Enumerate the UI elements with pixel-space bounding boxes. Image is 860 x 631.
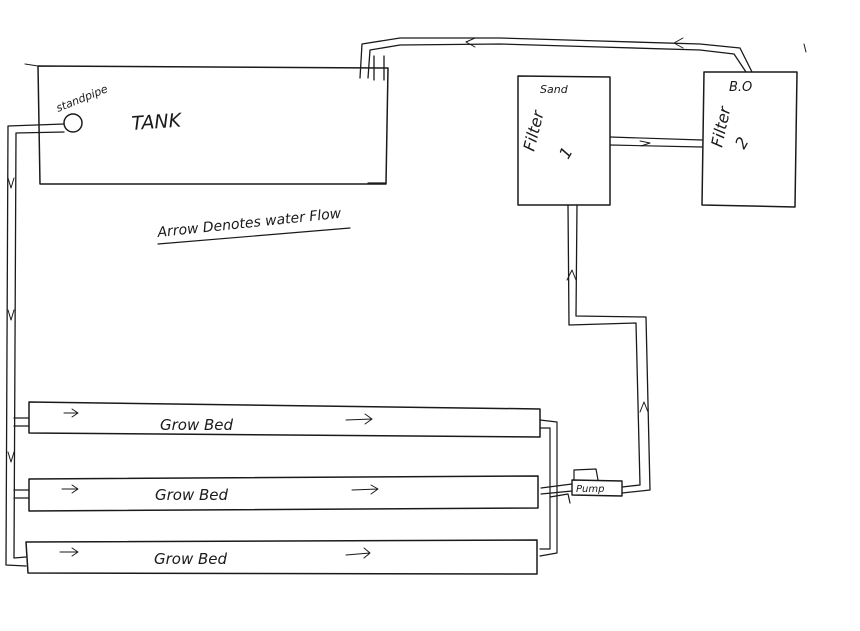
flow-arrow-bed-3b bbox=[345, 547, 371, 559]
bed-manifold bbox=[539, 419, 573, 557]
flow-arrow-bed-2b bbox=[351, 484, 379, 495]
flow-arrow-drain-2 bbox=[7, 309, 15, 321]
pump-label: Pump bbox=[576, 484, 604, 495]
flow-arrow-bed-1a bbox=[63, 408, 79, 418]
grow-bed-1-label: Grow Bed bbox=[160, 416, 234, 434]
tank: TANK standpipe bbox=[24, 63, 389, 185]
grow-bed-3-label: Grow Bed bbox=[154, 550, 228, 568]
drain-pipe bbox=[5, 123, 65, 567]
filter-link-pipe bbox=[609, 136, 703, 148]
flow-arrow-bed-1b bbox=[345, 413, 373, 425]
filter-1: Sand Filter 1 bbox=[517, 75, 611, 206]
stray-mark bbox=[803, 43, 807, 53]
tank-label: TANK bbox=[131, 109, 183, 135]
flow-arrow-bed-3a bbox=[59, 547, 79, 557]
grow-bed-3: Grow Bed bbox=[25, 539, 538, 575]
grow-bed-2: Grow Bed bbox=[28, 475, 539, 512]
flow-arrow-return-2 bbox=[465, 37, 476, 48]
grow-bed-1: Grow Bed bbox=[28, 401, 541, 438]
pump-to-filter-pipe bbox=[566, 204, 651, 494]
filter-1-name-label: Filter bbox=[519, 107, 548, 153]
filter-1-media-label: Sand bbox=[540, 83, 569, 96]
filter-2: B.O Filter 2 bbox=[701, 71, 798, 208]
filter-2-number-label: 2 bbox=[731, 134, 753, 152]
legend: Arrow Denotes water Flow bbox=[156, 206, 351, 245]
flow-arrow-riser-2 bbox=[639, 401, 649, 413]
filter-1-number-label: 1 bbox=[555, 144, 577, 162]
flow-arrow-drain-3 bbox=[7, 451, 15, 463]
flow-arrow-return-1 bbox=[673, 37, 684, 49]
legend-label: Arrow Denotes water Flow bbox=[156, 206, 343, 241]
flow-arrow-riser-1 bbox=[566, 269, 577, 281]
flow-arrow-drain-1 bbox=[7, 177, 15, 189]
standpipe bbox=[63, 113, 83, 133]
flow-arrow-filter-link bbox=[639, 140, 651, 147]
standpipe-label: standpipe bbox=[54, 82, 110, 115]
return-pipe bbox=[359, 37, 753, 81]
filter-2-media-label: B.O bbox=[729, 80, 752, 95]
flow-arrow-bed-2a bbox=[61, 484, 79, 494]
grow-bed-2-label: Grow Bed bbox=[155, 486, 229, 504]
pump: Pump bbox=[571, 468, 623, 497]
